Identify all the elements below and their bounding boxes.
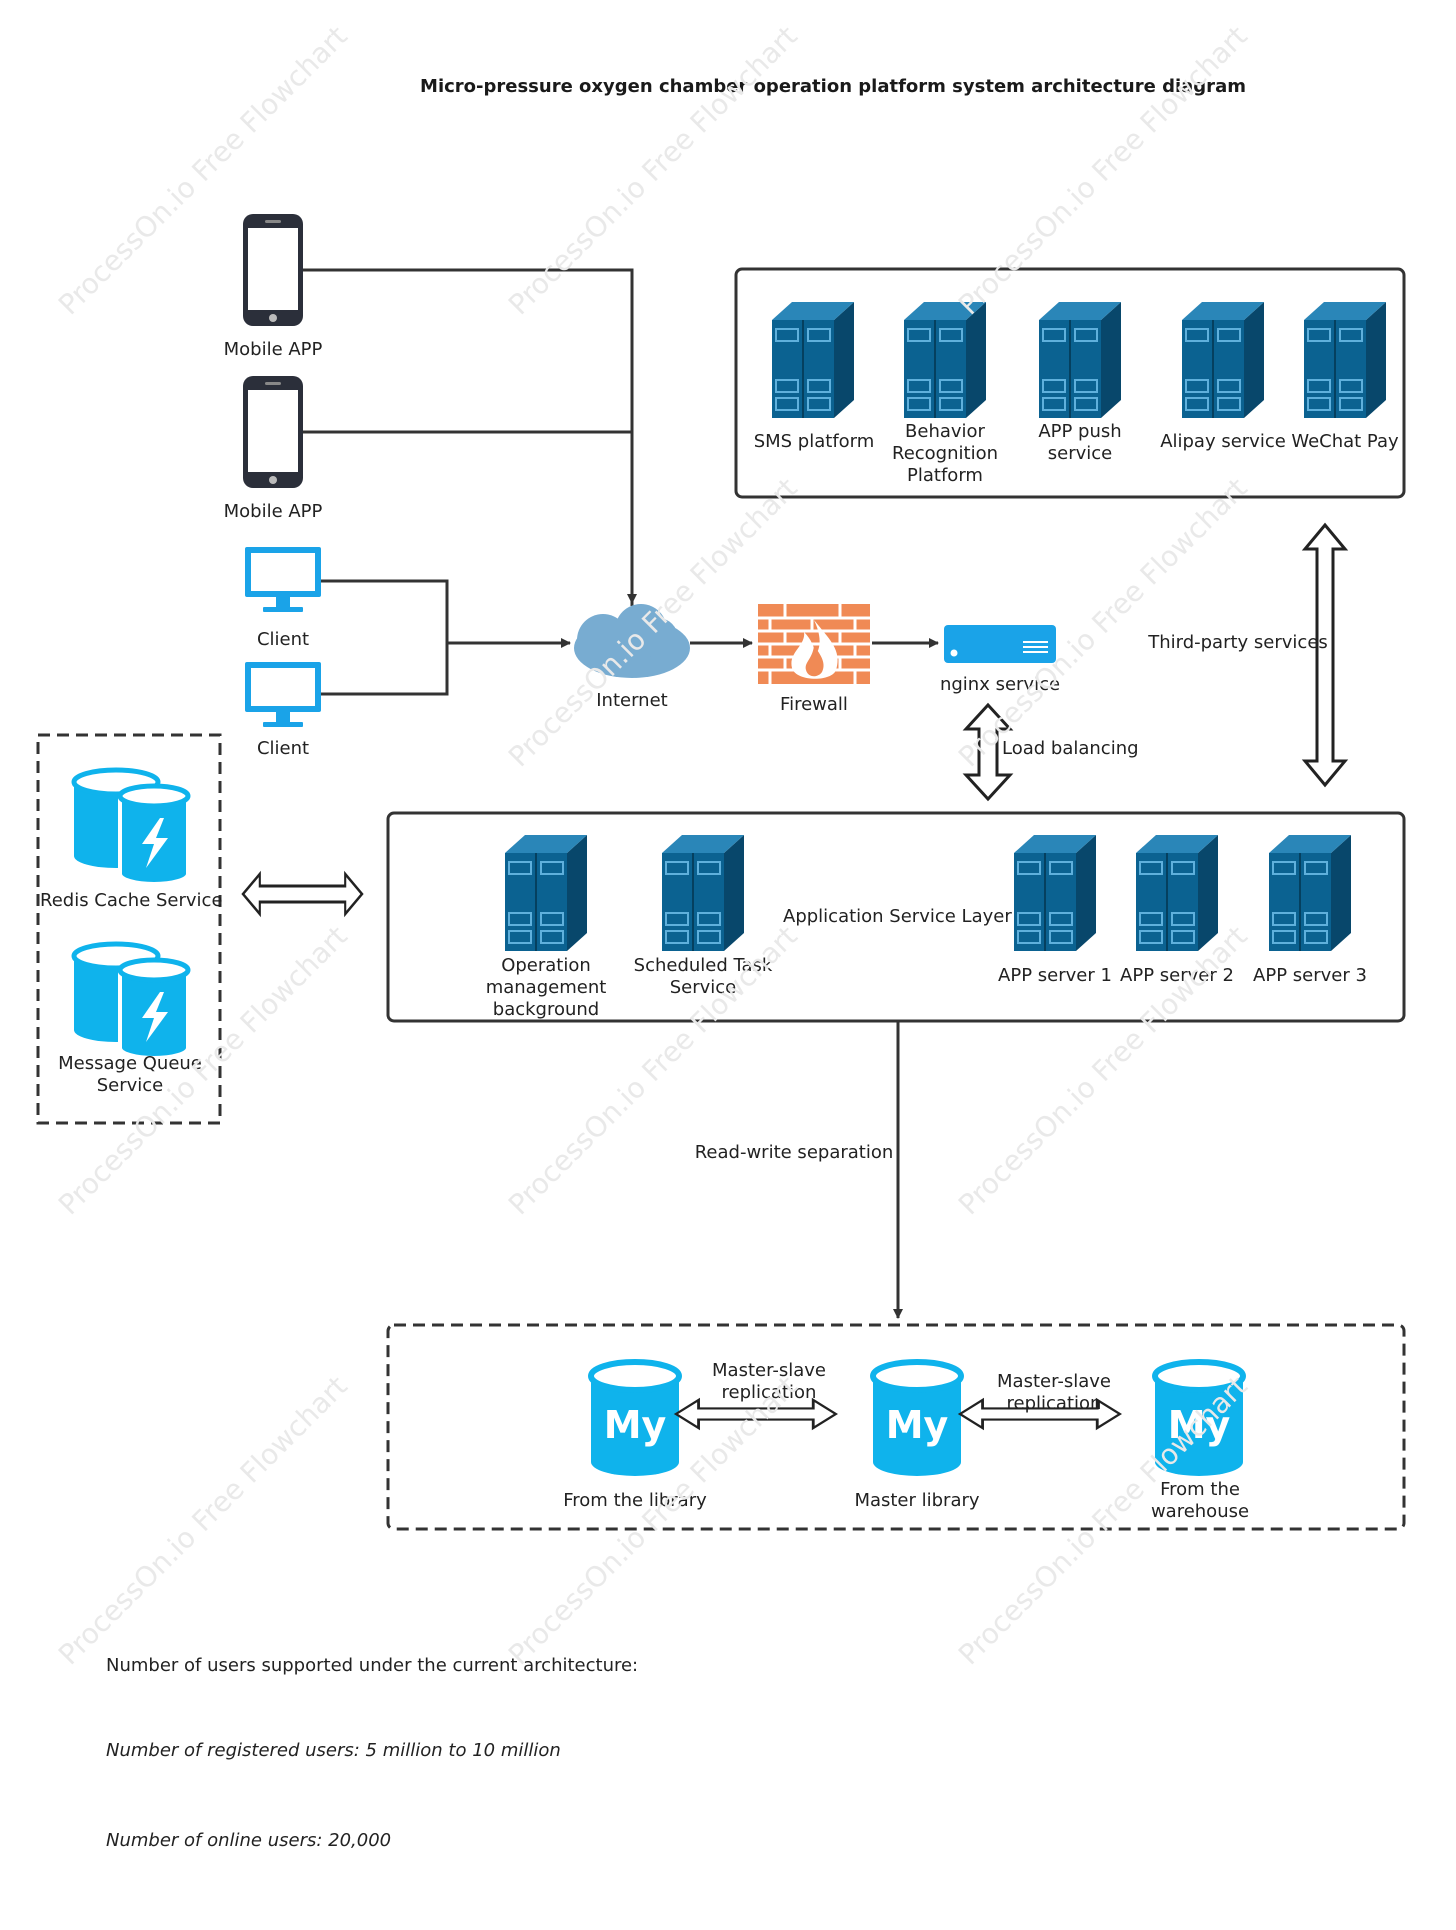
operation-label: Operation management background [485,955,607,1020]
operation-server-icon [504,834,588,952]
mq-icon [74,944,188,1058]
db-logo-3: My [1168,1403,1231,1447]
behavior-platform-label: Behavior Recognition Platform [892,421,998,486]
redis-label: Redis Cache Service [40,890,223,911]
page-title: Micro-pressure oxygen chamber operation … [420,76,1246,97]
app-layer-panel [386,811,1406,1023]
wechat-pay-label: WeChat Pay [1291,431,1399,452]
client-2-icon [245,662,321,727]
internet-cloud-icon [574,604,690,678]
sms-platform-label: SMS platform [753,431,875,452]
middleware-app-arrow [241,872,364,916]
notes-heading: Number of users supported under the curr… [106,1655,639,1676]
third-party-label: Third-party services [1148,632,1328,653]
third-party-panel [734,267,1406,499]
db-logo-2: My [886,1403,949,1447]
from-library-label: From the library [563,1490,707,1511]
read-write-label: Read-write separation [694,1142,894,1163]
push-server-icon [1038,301,1122,419]
firewall-label: Firewall [780,694,848,715]
scheduled-label: Scheduled Task Service [633,955,773,998]
mobile-app-2-icon [243,376,303,488]
internet-label: Internet [596,690,668,711]
scheduled-server-icon [661,834,745,952]
master-library-label: Master library [854,1490,980,1511]
nginx-label: nginx service [939,674,1061,695]
app-server-1-label: APP server 1 [998,965,1112,986]
notes-registered: Number of registered users: 5 million to… [106,1740,561,1761]
from-warehouse-label: From the warehouse [1150,1479,1250,1522]
sms-server-icon [771,301,855,419]
client-1-icon [245,547,321,612]
database-panel [386,1323,1406,1531]
wechat-server-icon [1303,301,1387,419]
client-2-label: Client [256,738,310,759]
replication-1-label: Master-slave replication [712,1360,826,1403]
app-server-1-icon [1013,834,1097,952]
replication-2-label: Master-slave replication [997,1371,1111,1414]
mobile-app-2-label: Mobile APP [223,501,323,522]
app-server-3-icon [1268,834,1352,952]
behavior-server-icon [903,301,987,419]
db-logo-1: My [604,1403,667,1447]
client-connectors [303,268,637,696]
mobile-app-1-label: Mobile APP [223,339,323,360]
client-1-label: Client [256,629,310,650]
mq-label: Message Queue Service [58,1053,202,1096]
alipay-server-icon [1181,301,1265,419]
third-party-arrow [1301,522,1349,788]
app-server-2-label: APP server 2 [1120,965,1234,986]
app-server-3-label: APP server 3 [1253,965,1367,986]
app-layer-label: Application Service Layer [783,906,1012,927]
alipay-service-label: Alipay service [1160,431,1286,452]
mobile-app-1-icon [243,214,303,326]
notes-online: Number of online users: 20,000 [106,1830,392,1851]
load-balancing-label: Load balancing [1002,738,1139,759]
nginx-device-icon [944,625,1056,663]
load-balancing-arrow [962,702,1014,802]
push-service-label: APP push service [1038,421,1122,464]
firewall-icon [758,604,870,684]
app-server-2-icon [1135,834,1219,952]
replication-arrow-1 [674,1398,838,1430]
redis-icon [74,770,188,884]
